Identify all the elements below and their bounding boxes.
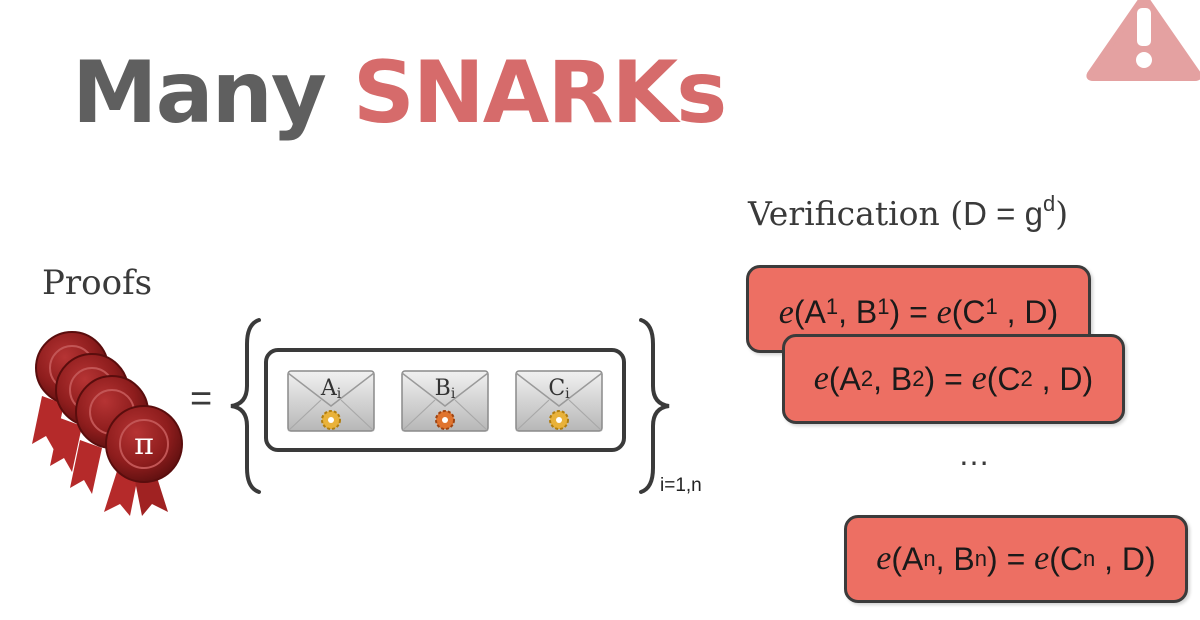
- term-c: C: [962, 294, 986, 330]
- envelope-subscript: i: [450, 386, 456, 402]
- verification-title: Verification (D = gd): [748, 193, 1069, 233]
- equals-sign: =: [190, 378, 213, 420]
- verification-title-sup: d: [1042, 191, 1056, 216]
- index-range: i=1,n: [660, 475, 702, 496]
- verification-title-text: Verification (: [748, 194, 964, 233]
- term-b-sub: n: [974, 546, 988, 571]
- title-many: Many: [72, 43, 353, 143]
- pairing-fn: e: [876, 540, 892, 577]
- envelope-letter: A: [320, 376, 337, 401]
- envelope-icon: [401, 370, 489, 432]
- pairing-fn: e: [936, 294, 952, 331]
- verification-title-eq: D = g: [963, 195, 1043, 232]
- gear-icon: [549, 410, 569, 430]
- term-b: B: [953, 541, 975, 577]
- term-b-sub: 2: [912, 366, 925, 391]
- wax-seal-stack-icon: π: [32, 331, 183, 516]
- verification-title-close: ): [1055, 194, 1069, 233]
- term-a: A: [804, 294, 826, 330]
- envelope-icon: [515, 370, 603, 432]
- envelope-letter: B: [434, 376, 451, 401]
- term-c-sub: 1: [985, 294, 998, 319]
- term-b: B: [855, 294, 878, 330]
- envelope-letter: C: [548, 376, 566, 401]
- set-braces: [230, 318, 670, 494]
- pi-symbol: π: [134, 427, 154, 462]
- proof-element-group: [264, 348, 626, 452]
- ellipsis: …: [958, 436, 994, 472]
- warning-icon: [1086, 0, 1200, 81]
- title-snarks: SNARKs: [352, 43, 728, 143]
- envelope-b: Bi: [401, 370, 489, 432]
- term-a-sub: 1: [825, 294, 839, 319]
- proofs-label: Proofs: [42, 263, 153, 303]
- term-b: B: [890, 361, 913, 397]
- gear-icon: [321, 410, 341, 430]
- term-d: D: [1024, 294, 1048, 330]
- pairing-fn: e: [1034, 540, 1050, 577]
- envelope-subscript: i: [336, 386, 342, 402]
- term-c: C: [997, 361, 1021, 397]
- gear-icon: [435, 410, 455, 430]
- term-a-sub: n: [923, 546, 936, 571]
- term-d: D: [1059, 361, 1083, 397]
- pairing-fn: e: [778, 294, 794, 331]
- term-b-sub: 1: [877, 294, 890, 319]
- term-a: A: [902, 541, 924, 577]
- slide-title: Many SNARKs: [72, 50, 727, 136]
- pairing-fn: e: [971, 360, 987, 397]
- term-d: D: [1121, 541, 1146, 577]
- envelope-c: Ci: [515, 370, 603, 432]
- term-a: A: [839, 361, 861, 397]
- envelope-subscript: i: [565, 386, 570, 402]
- term-c: C: [1059, 541, 1083, 577]
- envelope-a: Ai: [287, 370, 375, 432]
- envelope-icon: [287, 370, 375, 432]
- pairing-fn: e: [813, 360, 829, 397]
- wax-seal-icon: π: [104, 405, 183, 516]
- term-a-sub: 2: [860, 366, 874, 391]
- term-c-sub: n: [1083, 546, 1096, 571]
- term-c-sub: 2: [1020, 366, 1033, 391]
